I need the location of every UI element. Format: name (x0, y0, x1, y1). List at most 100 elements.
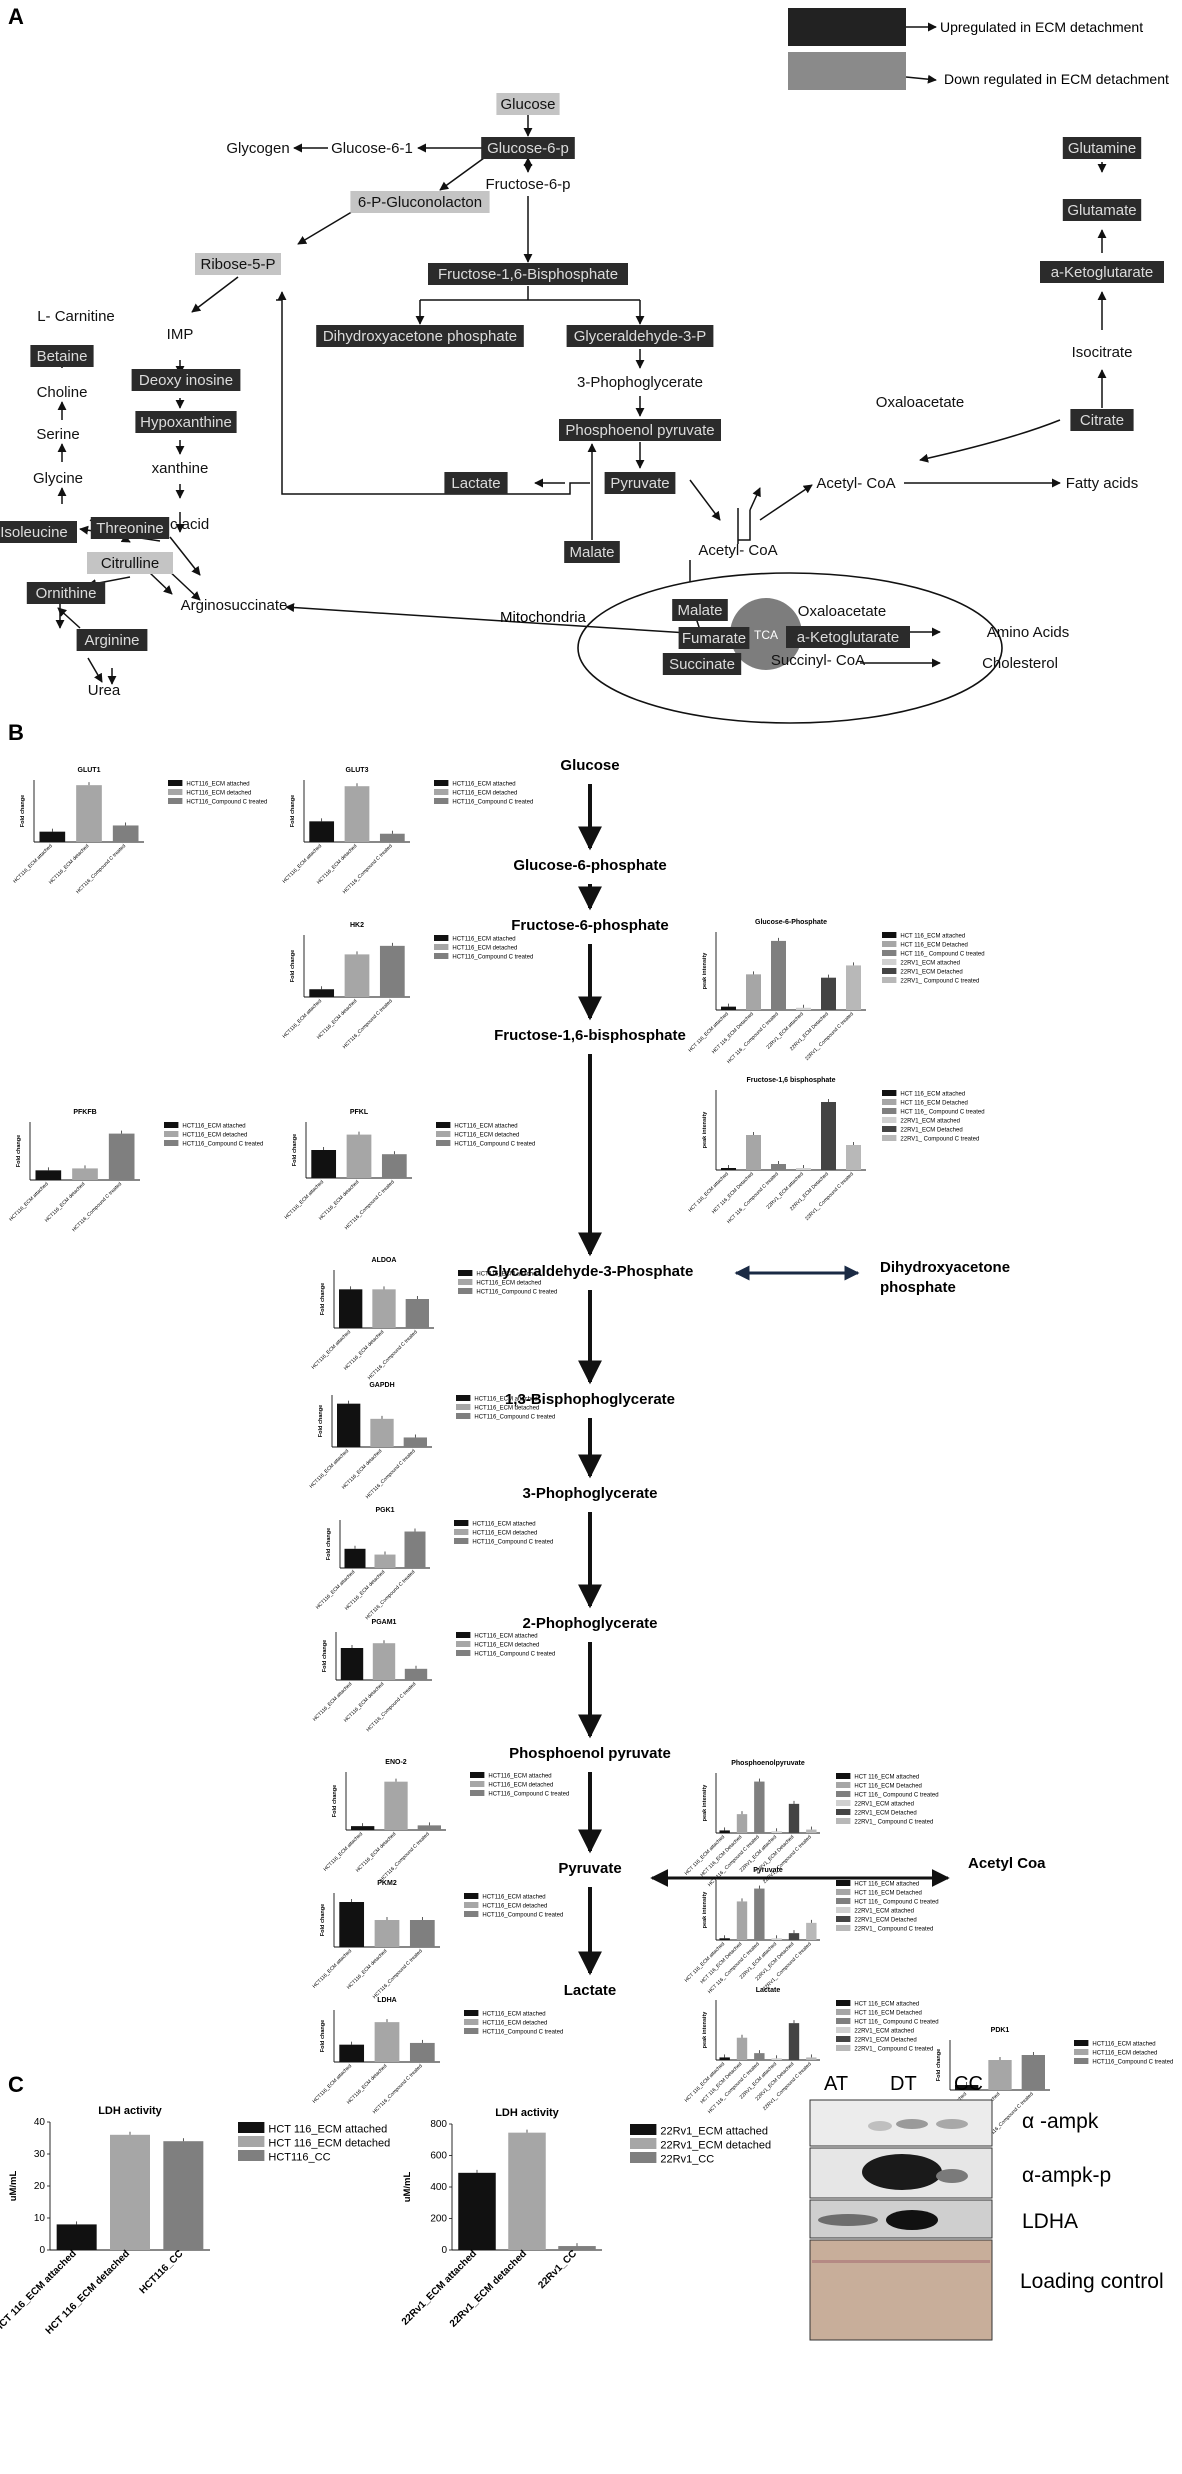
legend-swatch (464, 1893, 479, 1899)
metabolite-label: Glycine (33, 470, 83, 487)
metabolite-betaine: Betaine (30, 345, 94, 367)
legend-label: HCT116_ECM detached (472, 1531, 537, 1537)
legend-label: HCT116_ECM attached (472, 1522, 535, 1528)
bar-1 (719, 2057, 730, 2060)
metabolite-deoxyinosine: Deoxy inosine (131, 369, 241, 391)
metabolite-glucose61: Glucose-6-1 (331, 140, 413, 157)
legend-label: HCT116_ECM detached (452, 946, 517, 952)
chart-title: PFKL (350, 1109, 369, 1116)
step-glyceraldehyde-3-phosphate: Glyceraldehyde-3-Phosphate (487, 1263, 694, 1280)
legend-label: 22Rv1_ECM detached (660, 2140, 771, 2152)
legend-label: HCT116_ECM detached (1092, 2051, 1157, 2057)
legend-swatch (836, 1925, 851, 1931)
legend-label: HCT116_ECM attached (452, 937, 515, 943)
bar-3 (379, 945, 405, 997)
legend-label: HCT 116_ECM attached (854, 2002, 919, 2008)
step-fructose-6-phosphate: Fructose-6-phosphate (511, 917, 669, 934)
metabolite-urea: Urea (88, 682, 121, 699)
legend-swatch (630, 2138, 657, 2149)
legend-label: HCT 116_ECM attached (268, 2124, 387, 2136)
bar-1 (311, 1150, 337, 1178)
category-label: HCT116_ECM attached (12, 843, 54, 885)
metabolite-label: Oxaloacetate (876, 394, 964, 411)
tca-label: TCA (754, 628, 778, 642)
y-axis-label: Fold change (326, 1528, 332, 1560)
bar-5 (788, 2023, 800, 2060)
y-axis-label: Fold change (320, 1904, 326, 1936)
legend-label: HCT 116_ECM Detached (854, 1891, 921, 1897)
metabolite-arginosuccinate: Arginosuccinate (181, 597, 288, 614)
metabolite-label: Ribose-5-P (200, 256, 275, 273)
metabolite-cholesterol: Cholesterol (982, 655, 1058, 672)
tca-cycle (730, 598, 802, 670)
metabolite-label: Urea (88, 682, 121, 699)
metabolite-pgl: 6-P-Gluconolacton (350, 191, 490, 213)
bar-2 (988, 2060, 1012, 2090)
mitochondria: TCA Mitochondria (500, 572, 1003, 724)
legend-swatch (836, 1889, 851, 1895)
pathway-a-nodes: GlucoseGlucose-6-pGlucose-6-1GlycogenFru… (0, 93, 1164, 699)
metabolite-label: Citrulline (101, 555, 159, 572)
bar-3 (403, 1437, 427, 1447)
legend-swatch (470, 1781, 485, 1787)
chart-title: ALDOA (372, 1257, 397, 1264)
legend-label: HCT116_ECM detached (488, 1783, 553, 1789)
y-axis-label: Fold change (290, 950, 296, 982)
metabolite-label: Fatty acids (1066, 475, 1139, 492)
legend-swatch (1074, 2040, 1089, 2046)
metabolite-arginine: Arginine (76, 629, 148, 651)
legend-swatch (882, 977, 897, 983)
bar-2 (372, 1643, 396, 1680)
chart-title: PGK1 (375, 1507, 394, 1514)
legend-label: HCT 116_ Compound C treated (900, 952, 984, 958)
category-label: HCT116_ECM attached (8, 1181, 50, 1223)
category-label: HCT116_ECM attached (312, 1948, 354, 1990)
legend-swatch (836, 2045, 851, 2051)
metabolite-ornithine: Ornithine (26, 582, 106, 604)
dhap-label-1: Dihydroxyacetone (880, 1259, 1010, 1276)
chart-ldh-activity: LDH activity0200400600800uM/mL22Rv1_ECM … (400, 2107, 771, 2330)
legend-swatch (470, 1772, 485, 1778)
metabolite-label: Acetyl- CoA (698, 542, 777, 559)
bar-5 (821, 1102, 836, 1170)
metabolite-ribose: Ribose-5-P (195, 253, 281, 275)
metabolite-label: Succinyl- CoA (771, 652, 865, 669)
bar-3 (163, 2141, 204, 2250)
metabolite-xanthine: xanthine (152, 460, 209, 477)
bar-1 (719, 1938, 730, 1940)
y-axis-label: peak intensity (702, 1784, 708, 1822)
metabolite-oxaloacetate-cyt: Oxaloacetate (876, 394, 964, 411)
legend-label: HCT116_ECM attached (482, 1895, 545, 1901)
metabolite-label: Hypoxanthine (140, 414, 232, 431)
chart-title: LDHA (377, 1997, 396, 2004)
bar-2 (736, 1901, 748, 1940)
legend-label: 22RV1_ Compound C treated (854, 2047, 933, 2053)
metabolite-citrulline: Citrulline (87, 552, 173, 574)
bar-3 (112, 825, 139, 842)
blot-row-ampk: α -ampk (1022, 2110, 1099, 2133)
category-label: 22RV1_ Compound C treated (804, 1171, 855, 1222)
bar-2 (370, 1418, 394, 1447)
legend-label: HCT116_ECM detached (474, 1643, 539, 1649)
bar-1 (337, 1403, 361, 1447)
legend-down-swatch (788, 52, 906, 90)
legend-label: HCT 116_ Compound C treated (900, 1110, 984, 1116)
y-axis-label: Fold change (318, 1405, 324, 1437)
legend-label: HCT 116_ECM attached (900, 1092, 965, 1098)
legend-swatch (836, 2018, 851, 2024)
y-tick-label: 0 (39, 2245, 45, 2256)
metabolite-label: Arginine (84, 632, 139, 649)
panel-b-label: B (8, 720, 24, 745)
bar-3 (771, 940, 786, 1010)
y-axis-label: Fold change (292, 1134, 298, 1166)
y-tick-label: 40 (34, 2117, 46, 2128)
legend-swatch (882, 941, 897, 947)
legend-label: HCT 116_ Compound C treated (854, 1793, 938, 1799)
bar-2 (346, 1134, 372, 1178)
blot-row-ldha: LDHA (1022, 2210, 1078, 2233)
category-label: HCT116_ECM attached (312, 2063, 354, 2105)
